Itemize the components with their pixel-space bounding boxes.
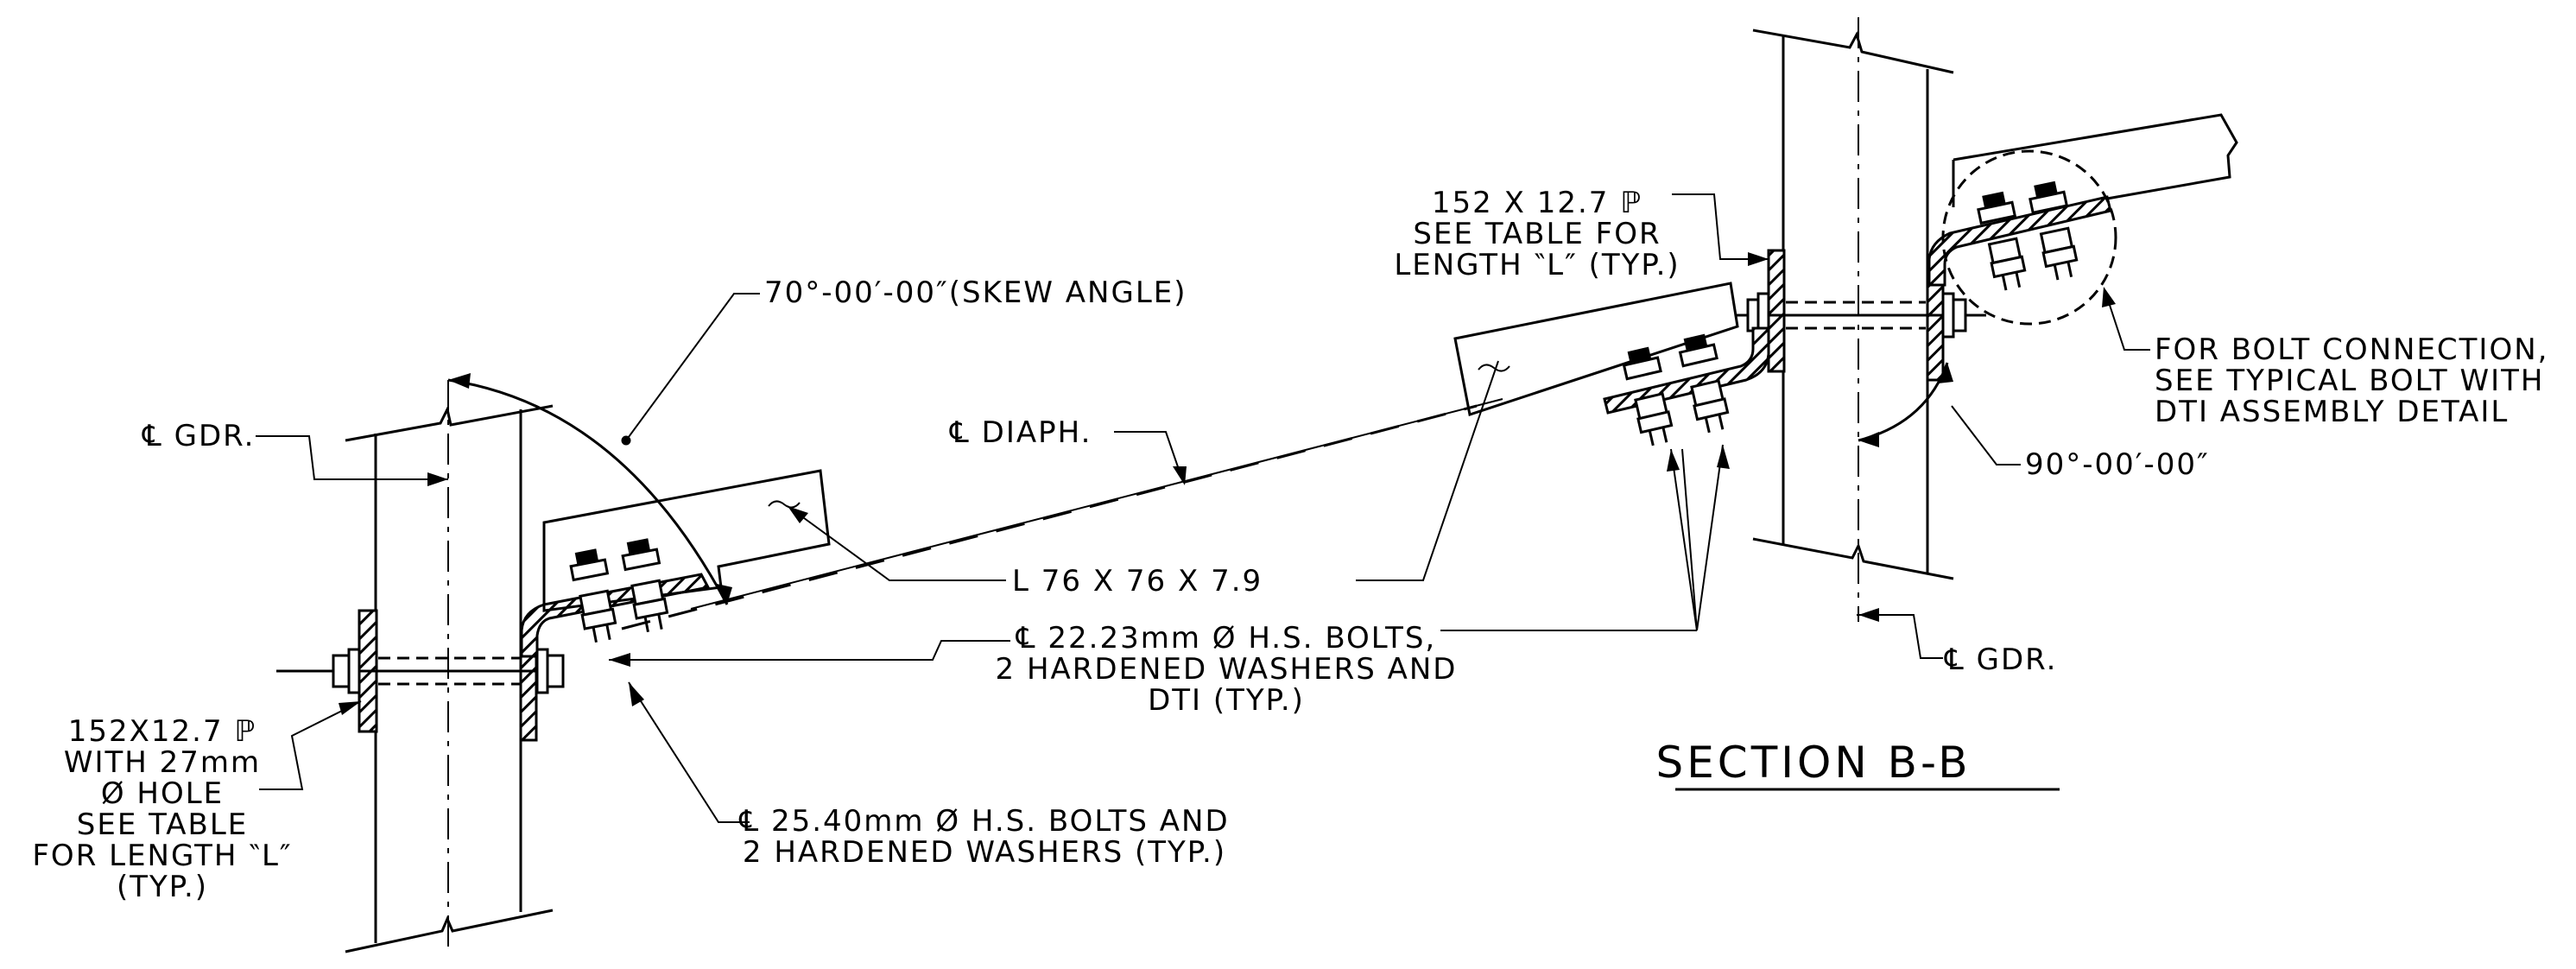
label-plate-right-line1: 152 X 12.7 ℙ [1432,186,1642,220]
label-bolt-connection-line1: FOR BOLT CONNECTION, [2155,332,2548,367]
label-bolt-connection-line3: DTI ASSEMBLY DETAIL [2155,395,2509,429]
left-angle-bolts [569,538,669,643]
angle-leg-line [690,398,1503,610]
left-angle-section [520,469,831,658]
label-plate-left-line4: SEE TABLE [77,808,249,842]
label-plate-right-line2: SEE TABLE FOR [1413,217,1661,251]
label-plate-left-line5: FOR LENGTH ‶L″ [32,839,292,873]
label-angle-size: L 76 X 76 X 7.9 [1012,564,1263,598]
label-right-angle: 90°-00′-00″ [2025,447,2210,482]
label-plate-left-line6: (TYP.) [117,870,208,904]
skew-angle-arc [447,378,729,605]
leader-lines [256,193,2150,823]
label-bolts-22-line2: 2 HARDENED WASHERS AND [996,652,1458,687]
right-gusset-plate [1767,249,1945,382]
label-plate-left-line1: 152X12.7 ℙ [68,714,257,749]
label-bolts-25-line2: 2 HARDENED WASHERS (TYP.) [743,835,1226,870]
label-bolts-25-line1: ℄ 25.40mm Ø H.S. BOLTS AND [738,804,1229,839]
right-angle-section-right [1927,113,2238,326]
left-through-bolt [276,648,565,694]
label-plate-right-line3: LENGTH ‶L″ (TYP.) [1394,248,1680,282]
label-cl-gdr-right: ℄ GDR. [1944,643,2057,677]
label-bolt-connection-line2: SEE TYPICAL BOLT WITH [2155,364,2544,398]
label-cl-diaph: ℄ DIAPH. [949,415,1092,450]
label-plate-left-line3: Ø HOLE [101,776,224,811]
label-skew-angle: 70°-00′-00″(SKEW ANGLE) [764,276,1187,310]
label-plate-left-line2: WITH 27mm [64,745,261,780]
label-bolts-22-line1: ℄ 22.23mm Ø H.S. BOLTS, [1016,621,1436,656]
detail-callout-circle [1941,149,2117,326]
section-title: SECTION B-B [1655,738,1971,788]
annotations: ℄ GDR. 70°-00′-00″(SKEW ANGLE) ℄ DIAPH. … [32,186,2548,904]
right-angle-section-left [1453,282,1770,446]
label-bolts-22-line3: DTI (TYP.) [1148,683,1305,718]
label-cl-gdr-left: ℄ GDR. [142,419,255,453]
